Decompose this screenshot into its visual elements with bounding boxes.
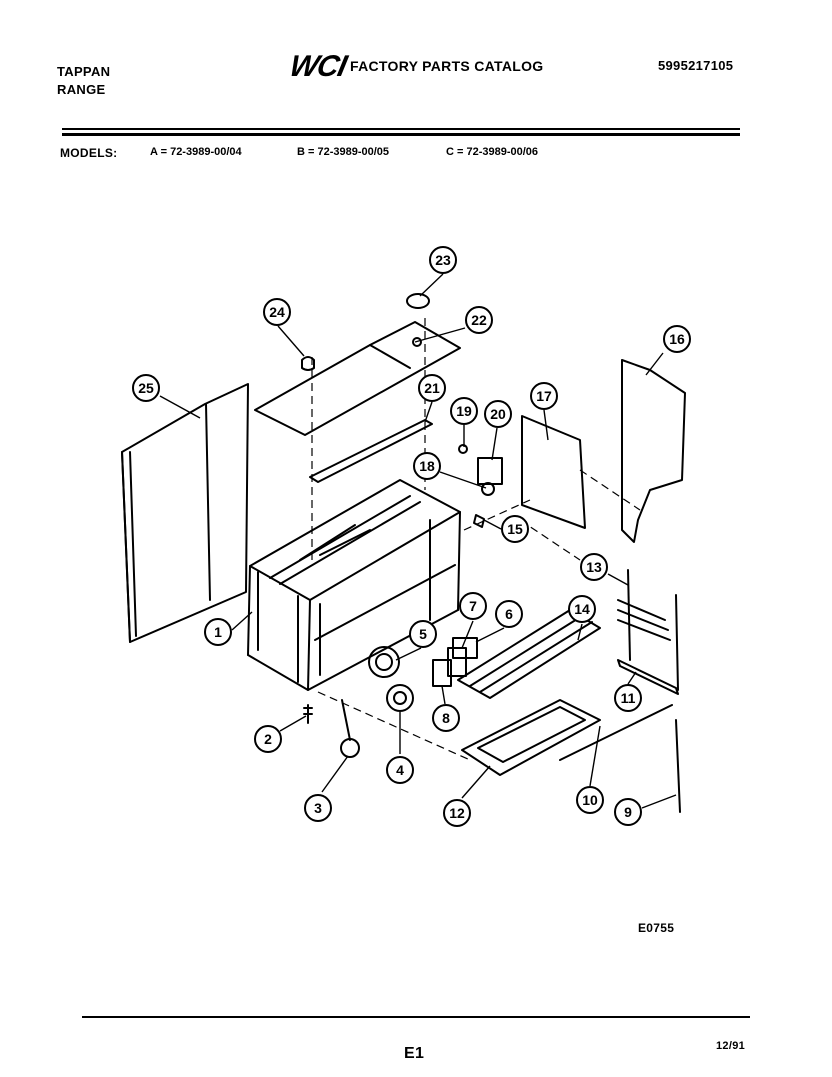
figure-code: E0755 [638, 921, 675, 935]
bracket-part-7 [447, 647, 467, 677]
callout-17: 17 [530, 382, 558, 410]
page-id: E1 [404, 1045, 425, 1062]
svg-text:15: 15 [507, 521, 523, 537]
callout-14: 14 [568, 595, 596, 623]
catalog-title: FACTORY PARTS CATALOG [350, 58, 544, 74]
svg-text:10: 10 [582, 792, 598, 808]
knob-part [406, 293, 430, 309]
svg-text:13: 13 [586, 559, 602, 575]
svg-text:21: 21 [424, 380, 440, 396]
callout-23: 23 [429, 246, 457, 274]
svg-text:20: 20 [490, 406, 506, 422]
header-rule-thin [62, 128, 740, 130]
svg-text:12: 12 [449, 805, 465, 821]
burner-cap-part [386, 684, 414, 712]
callout-12: 12 [443, 799, 471, 827]
catalog-date: 12/91 [716, 1040, 746, 1052]
broiler-pan-part [461, 699, 601, 776]
model-a: A = 72-3989-00/04 [150, 146, 242, 158]
clip-part [301, 356, 315, 371]
svg-text:2: 2 [264, 731, 272, 747]
svg-text:1: 1 [214, 624, 222, 640]
callout-3: 3 [304, 794, 332, 822]
callout-18: 18 [413, 452, 441, 480]
brand-name: TAPPAN [57, 64, 111, 79]
model-b: B = 72-3989-00/05 [297, 146, 390, 158]
callout-2: 2 [254, 725, 282, 753]
callout-25: 25 [132, 374, 160, 402]
callout-22: 22 [465, 306, 493, 334]
burner-part [368, 646, 400, 678]
catalog-part-number: 5995217105 [658, 58, 734, 73]
callout-7: 7 [459, 592, 487, 620]
product-type: RANGE [57, 82, 106, 97]
trim-strip-part [675, 719, 681, 813]
svg-text:8: 8 [442, 710, 450, 726]
main-body-part [247, 479, 461, 691]
slide-part [617, 659, 679, 695]
svg-text:6: 6 [505, 606, 513, 622]
callout-4: 4 [386, 756, 414, 784]
callout-11: 11 [614, 684, 642, 712]
svg-text:9: 9 [624, 804, 632, 820]
rack-support-part [617, 569, 671, 661]
valve-part [340, 738, 360, 758]
svg-text:24: 24 [269, 304, 285, 320]
svg-text:18: 18 [419, 458, 435, 474]
screw-part [303, 704, 313, 724]
callout-5: 5 [409, 620, 437, 648]
back-panel-part [621, 359, 686, 543]
mounting-plate-part [521, 415, 586, 529]
svg-text:4: 4 [396, 762, 404, 778]
callout-9: 9 [614, 798, 642, 826]
callout-15: 15 [501, 515, 529, 543]
callout-16: 16 [663, 325, 691, 353]
top-rail-part [309, 419, 433, 483]
small-fitting-part [473, 514, 485, 528]
callout-24: 24 [263, 298, 291, 326]
side-panel-part [121, 383, 249, 643]
svg-text:11: 11 [621, 690, 636, 706]
svg-text:23: 23 [435, 252, 451, 268]
oven-rack-part [457, 609, 601, 699]
svg-text:5: 5 [419, 626, 427, 642]
svg-text:19: 19 [456, 403, 472, 419]
ignitor-housing-part [477, 457, 503, 485]
callout-6: 6 [495, 600, 523, 628]
callout-13: 13 [580, 553, 608, 581]
header-rule-thick [62, 133, 740, 136]
svg-text:16: 16 [669, 331, 685, 347]
svg-text:22: 22 [471, 312, 487, 328]
ignitor-part [458, 444, 468, 454]
callout-19: 19 [450, 397, 478, 425]
callout-1: 1 [204, 618, 232, 646]
rod-part [559, 704, 673, 761]
model-c: C = 72-3989-00/06 [446, 146, 539, 158]
spark-module-part [481, 482, 495, 496]
callout-21: 21 [418, 374, 446, 402]
svg-text:14: 14 [574, 601, 590, 617]
callout-10: 10 [576, 786, 604, 814]
svg-text:25: 25 [138, 380, 154, 396]
svg-text:7: 7 [469, 598, 477, 614]
footer-rule [82, 1016, 750, 1018]
callout-20: 20 [484, 400, 512, 428]
svg-text:17: 17 [536, 388, 552, 404]
callout-8: 8 [432, 704, 460, 732]
svg-text:3: 3 [314, 800, 322, 816]
models-label: MODELS: [60, 146, 118, 160]
